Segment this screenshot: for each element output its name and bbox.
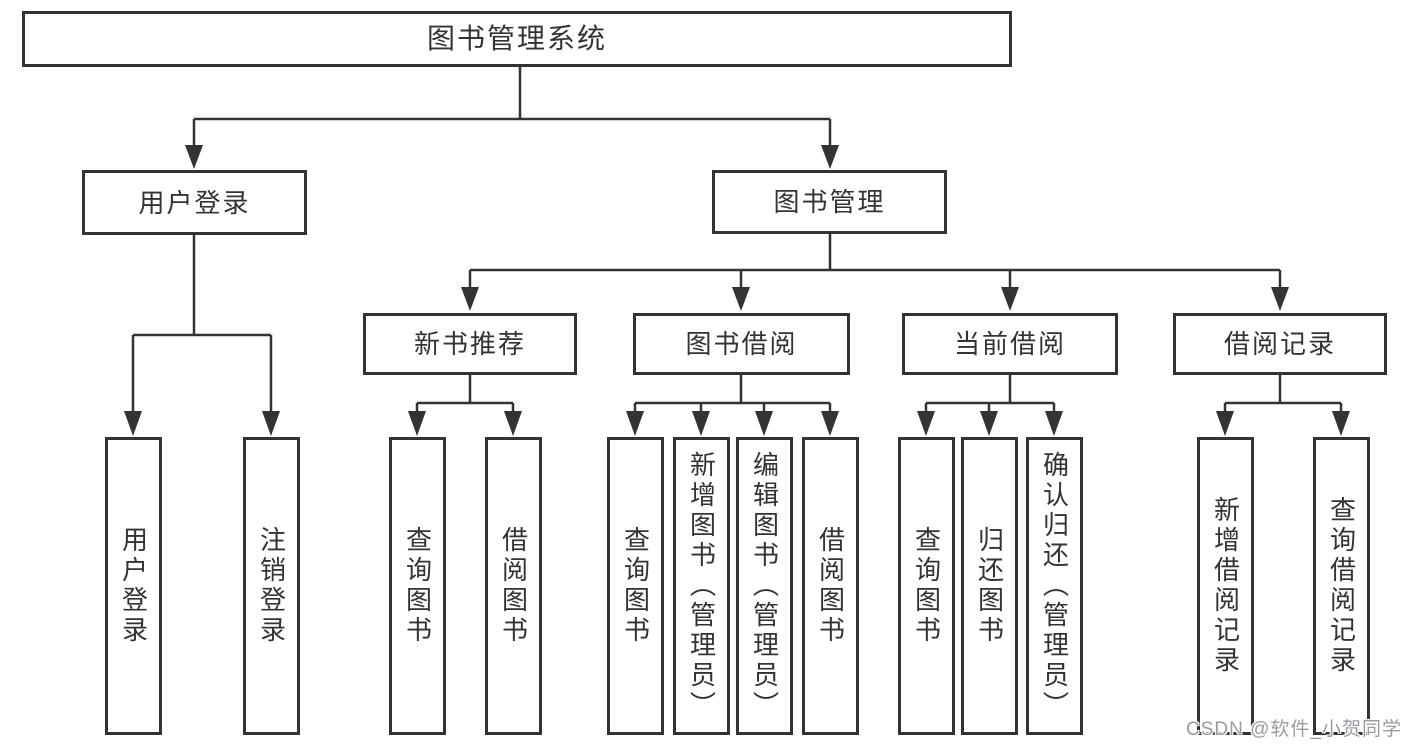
node-book-management-label: 图书管理 [773, 187, 886, 217]
node-borrowing-records-label: 借阅记录 [1223, 329, 1336, 359]
arrow-down-icon [461, 287, 479, 311]
connector-root-to-level2 [192, 67, 832, 147]
leaf-user-login: 用户登录 [105, 437, 162, 735]
connector-user-login-to-leaves [131, 235, 273, 413]
leaf-query-books-current-label: 查询图书 [911, 526, 942, 646]
arrow-down-icon [504, 411, 522, 436]
leaf-query-borrow-record: 查询借阅记录 [1313, 437, 1370, 735]
arrow-down-icon [755, 411, 773, 436]
arrow-down-icon [185, 145, 203, 169]
arrow-down-icon [626, 411, 644, 436]
leaf-borrow-books: 借阅图书 [802, 437, 859, 735]
arrow-down-icon [821, 145, 839, 169]
node-book-borrowing: 图书借阅 [633, 313, 850, 375]
node-user-login: 用户登录 [82, 170, 307, 235]
connector-current-borrowing-to-leaves [924, 375, 1056, 413]
leaf-borrow-books-recommend-label: 借阅图书 [498, 526, 529, 646]
leaf-add-borrow-record-label: 新增借阅记录 [1210, 496, 1241, 676]
arrow-down-icon [1001, 287, 1019, 311]
leaf-query-books-current: 查询图书 [898, 437, 955, 735]
leaf-borrow-books-recommend: 借阅图书 [485, 437, 542, 735]
leaf-query-books-recommend: 查询图书 [389, 437, 446, 735]
leaf-borrow-books-label: 借阅图书 [815, 526, 846, 646]
leaf-confirm-return-admin: 确认归还（管理员） [1026, 437, 1083, 735]
arrow-down-icon [262, 411, 280, 436]
leaf-user-login-label: 用户登录 [118, 526, 149, 646]
connector-new-book-recommend-to-leaves [415, 375, 515, 413]
connector-book-management-to-level3 [468, 234, 1282, 289]
leaf-add-borrow-record: 新增借阅记录 [1197, 437, 1254, 735]
node-root: 图书管理系统 [22, 11, 1012, 67]
leaf-query-books-borrowing-label: 查询图书 [620, 526, 651, 646]
arrow-down-icon [408, 411, 426, 436]
leaf-query-books-borrowing: 查询图书 [607, 437, 664, 735]
arrow-down-icon [124, 411, 142, 436]
watermark: CSDN @软件_小贺同学 [1186, 719, 1402, 740]
leaf-query-borrow-record-label: 查询借阅记录 [1326, 496, 1357, 676]
leaf-edit-books-admin: 编辑图书（管理员） [736, 437, 793, 735]
node-current-borrowing: 当前借阅 [902, 313, 1118, 375]
leaf-add-books-admin-label: 新增图书（管理员） [686, 451, 717, 721]
node-book-management: 图书管理 [712, 170, 947, 234]
arrowheads [124, 145, 1350, 436]
arrow-down-icon [821, 411, 839, 436]
node-new-book-recommend: 新书推荐 [363, 313, 577, 375]
leaf-edit-books-admin-label: 编辑图书（管理员） [749, 451, 780, 721]
leaf-return-books-label: 归还图书 [974, 526, 1005, 646]
arrow-down-icon [917, 411, 935, 436]
node-borrowing-records: 借阅记录 [1173, 313, 1387, 375]
arrow-down-icon [1216, 411, 1234, 436]
arrow-down-icon [980, 411, 998, 436]
node-root-label: 图书管理系统 [426, 23, 607, 54]
leaf-confirm-return-admin-label: 确认归还（管理员） [1039, 451, 1070, 721]
leaf-logout-label: 注销登录 [256, 526, 287, 646]
arrow-down-icon [1045, 411, 1063, 436]
node-book-borrowing-label: 图书借阅 [685, 329, 798, 359]
leaf-query-books-recommend-label: 查询图书 [402, 526, 433, 646]
arrow-down-icon [1271, 287, 1289, 311]
node-new-book-recommend-label: 新书推荐 [413, 329, 526, 359]
leaf-add-books-admin: 新增图书（管理员） [673, 437, 730, 735]
leaf-logout: 注销登录 [243, 437, 300, 735]
connector-book-borrowing-to-leaves [633, 375, 832, 413]
node-user-login-label: 用户登录 [138, 187, 251, 218]
arrow-down-icon [1332, 411, 1350, 436]
arrow-down-icon [692, 411, 710, 436]
connector-borrowing-records-to-leaves [1223, 375, 1343, 413]
leaf-return-books: 归还图书 [961, 437, 1018, 735]
node-current-borrowing-label: 当前借阅 [953, 329, 1066, 359]
arrow-down-icon [732, 287, 750, 311]
